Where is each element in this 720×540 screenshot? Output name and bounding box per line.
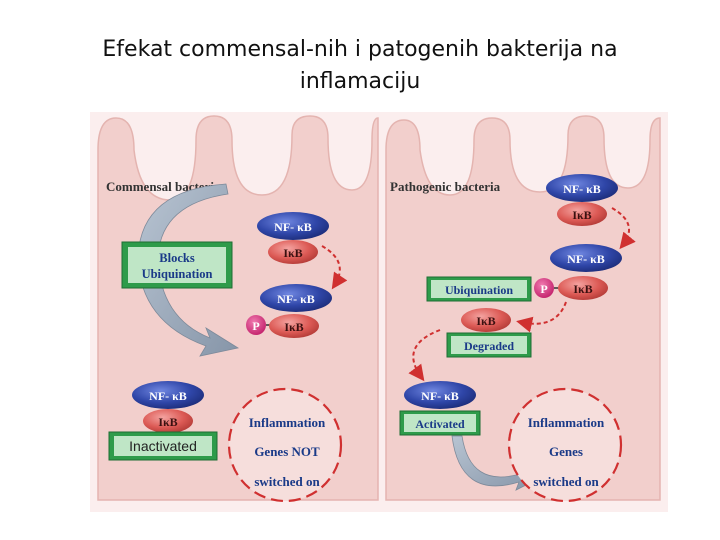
slide-title: Efekat commensal-nih i patogenih bakteri…	[0, 34, 720, 98]
nfkb-oval	[546, 174, 618, 202]
title-line-2: inflamaciju	[299, 69, 421, 94]
right-free-nfkb: NF- κB	[404, 381, 476, 409]
blocks-line-2: Ubiquination	[142, 267, 213, 281]
left-complex-2: NF- κB P IκB	[246, 284, 332, 338]
phosphate-label: P	[252, 319, 259, 333]
ikb-oval	[268, 240, 318, 264]
inactivated-box: Inactivated	[108, 431, 218, 461]
nfkb-label: NF- κB	[277, 292, 315, 306]
ikb-label: IκB	[284, 320, 303, 334]
ikb-oval	[558, 276, 608, 300]
ikb-label: IκB	[573, 282, 592, 296]
blocks-line-1: Blocks	[159, 251, 195, 265]
nfkb-oval	[550, 244, 622, 272]
left-complex-3: NF- κB IκB	[132, 381, 204, 433]
right-red-dashed-arrow-3	[408, 329, 441, 382]
ikb-oval	[557, 202, 607, 226]
left-complex-1: NF- κB IκB	[257, 212, 329, 264]
nfkb-oval	[132, 381, 204, 409]
nfkb-label: NF- κB	[567, 252, 605, 266]
genes-line-3: switched on	[254, 474, 320, 489]
ubiquination-label: Ubiquination	[445, 283, 513, 297]
title-line-1: Efekat commensal-nih i patogenih bakteri…	[102, 37, 618, 62]
ikb-oval	[461, 308, 511, 332]
phosphate-label: P	[540, 282, 547, 296]
left-red-dashed-arrow	[321, 245, 348, 290]
genes-line-1: Inflammation	[528, 415, 605, 430]
nfkb-label: NF- κB	[274, 220, 312, 234]
nfkb-oval	[404, 381, 476, 409]
right-red-dashed-arrow-1	[611, 207, 636, 250]
ikb-label: IκB	[476, 314, 495, 328]
phosphate-circle	[534, 278, 554, 298]
ikb-oval	[143, 409, 193, 433]
nfkb-label: NF- κB	[421, 389, 459, 403]
right-curved-arrow	[451, 435, 541, 491]
right-genes-circle: Inflammation Genes switched on	[507, 387, 623, 503]
right-complex-1: NF- κB IκB	[546, 174, 618, 226]
right-complex-2: NF- κB P IκB	[534, 244, 622, 300]
nfkb-oval	[260, 284, 332, 312]
ikb-label: IκB	[158, 415, 177, 429]
nfkb-oval	[257, 212, 329, 240]
ikb-oval	[269, 314, 319, 338]
right-red-dashed-arrow-2	[516, 301, 567, 333]
nfkb-label: NF- κB	[563, 182, 601, 196]
inactivated-label: Inactivated	[129, 438, 197, 454]
right-heading: Pathogenic bacteria	[390, 179, 501, 194]
ubiquination-box: Ubiquination	[426, 276, 532, 302]
left-genes-circle: Inflammation Genes NOT switched on	[227, 387, 343, 503]
activated-box: Activated	[399, 410, 481, 436]
nfkb-label: NF- κB	[149, 389, 187, 403]
right-free-ikb: IκB	[461, 308, 511, 332]
genes-line-3: switched on	[533, 474, 599, 489]
genes-line-2: Genes	[549, 444, 583, 459]
genes-line-2: Genes NOT	[254, 444, 320, 459]
activated-label: Activated	[415, 417, 465, 431]
left-curved-arrow	[137, 183, 240, 357]
ikb-label: IκB	[572, 208, 591, 222]
blocks-ubiquination-box: Blocks Ubiquination	[121, 241, 233, 289]
genes-line-1: Inflammation	[249, 415, 326, 430]
phosphate-circle	[246, 315, 266, 335]
degraded-box: Degraded	[446, 332, 532, 358]
degraded-label: Degraded	[464, 339, 514, 353]
ikb-label: IκB	[283, 246, 302, 260]
